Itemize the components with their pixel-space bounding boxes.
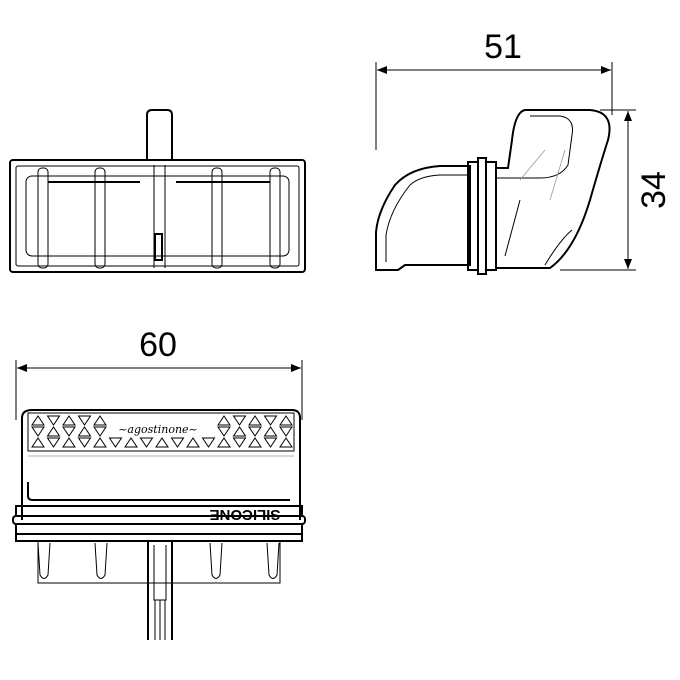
grip-triangle	[279, 437, 293, 448]
grip-triangle	[124, 437, 138, 448]
grip-triangle	[232, 415, 247, 426]
dimension-depth-label: 51	[484, 28, 522, 66]
grip-triangle	[217, 437, 231, 448]
grip-triangle	[31, 426, 45, 437]
grip-triangle	[155, 437, 169, 448]
grip-triangle	[77, 426, 92, 437]
grip-triangle	[248, 426, 262, 437]
grip-triangle	[248, 437, 262, 448]
grip-triangle	[263, 437, 278, 448]
grip-triangle	[108, 437, 123, 448]
dimension-width: 60	[15, 326, 303, 420]
dimension-width-label: 60	[139, 326, 177, 364]
material-label: SILICONE	[210, 506, 281, 523]
brand-logo: ~agostinone~	[118, 423, 198, 436]
grip-triangle	[139, 437, 154, 448]
grip-triangle	[248, 415, 262, 426]
grip-triangle	[31, 437, 45, 448]
grip-triangle	[263, 415, 278, 426]
grip-triangle	[170, 437, 185, 448]
grip-triangle	[62, 415, 76, 426]
bottom-view: ~agostinone~ SILICONE	[12, 409, 306, 640]
grip-triangle	[232, 437, 247, 448]
grip-triangle	[31, 415, 45, 426]
top-view	[9, 109, 306, 273]
grip-triangle	[62, 426, 76, 437]
dimension-height: 34	[560, 109, 673, 271]
grip-pattern	[31, 415, 293, 448]
grip-triangle	[77, 437, 92, 448]
grip-triangle	[263, 426, 278, 437]
grip-triangle	[46, 426, 61, 437]
grip-triangle	[46, 415, 61, 426]
grip-triangle	[232, 426, 247, 437]
dimension-height-label: 34	[635, 171, 673, 209]
side-view	[375, 109, 611, 275]
grip-triangle	[77, 415, 92, 426]
grip-triangle	[217, 415, 231, 426]
grip-triangle	[93, 426, 107, 437]
grip-triangle	[186, 437, 200, 448]
dimension-depth: 51	[375, 28, 613, 150]
grip-triangle	[93, 415, 107, 426]
grip-triangle	[217, 426, 231, 437]
grip-triangle	[93, 437, 107, 448]
grip-triangle	[62, 437, 76, 448]
grip-triangle	[46, 437, 61, 448]
grip-triangle	[279, 415, 293, 426]
grip-triangle	[279, 426, 293, 437]
grip-triangle	[201, 437, 216, 448]
